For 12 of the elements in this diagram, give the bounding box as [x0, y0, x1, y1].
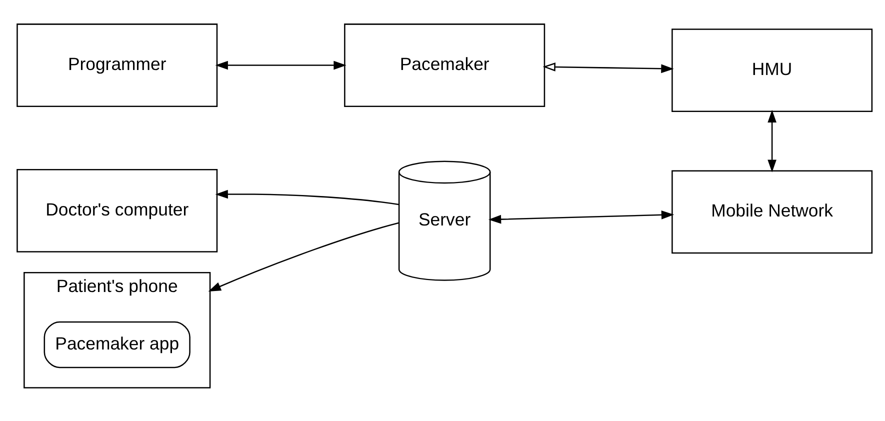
- arrow: [767, 109, 776, 172]
- arrow: [488, 210, 674, 224]
- arrow: [208, 222, 399, 292]
- arrow: [542, 62, 674, 73]
- node-box: HMU: [671, 28, 872, 112]
- node-box: Mobile Network: [671, 170, 872, 254]
- node-box: Programmer: [16, 23, 218, 106]
- node-box: Pacemaker: [344, 23, 545, 106]
- node-box: Pacemaker app: [43, 320, 190, 368]
- arrow: [214, 60, 346, 70]
- node-box: Doctor's computer: [16, 168, 218, 252]
- arrow: [214, 189, 398, 205]
